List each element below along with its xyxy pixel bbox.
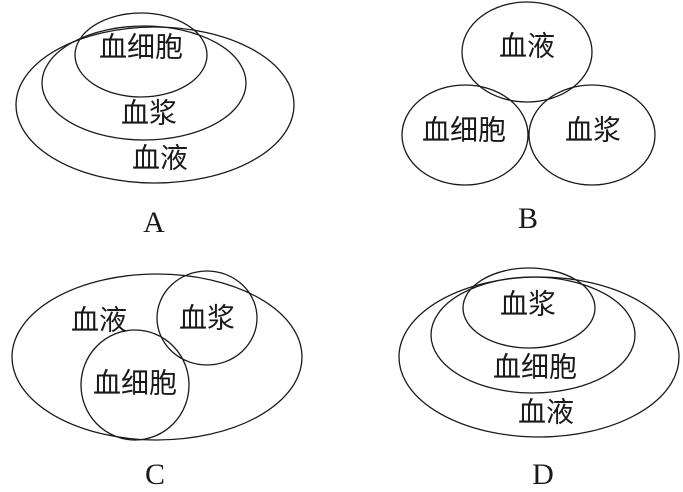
option-c: 血液 血浆 血细胞 C xyxy=(11,270,303,491)
option-c-caption: C xyxy=(145,458,165,491)
option-b-label-2: 血细胞 xyxy=(422,114,506,147)
option-d-caption: D xyxy=(532,458,554,491)
option-a-label-3: 血液 xyxy=(132,142,188,175)
option-b-label-3: 血浆 xyxy=(565,114,621,147)
option-b-right-circle xyxy=(528,84,656,186)
option-b-caption: B xyxy=(518,202,538,235)
option-c-cells-circle xyxy=(80,329,190,441)
option-d-middle-ellipse xyxy=(430,276,636,394)
option-a: 血细胞 血浆 血液 A xyxy=(15,12,295,239)
option-d-label-2: 血细胞 xyxy=(493,351,577,384)
option-a-caption: A xyxy=(143,206,165,239)
option-a-label-1: 血细胞 xyxy=(99,31,183,64)
option-a-outer-ellipse xyxy=(15,26,295,184)
option-d-label-1: 血浆 xyxy=(500,288,556,321)
option-b-left-circle xyxy=(401,84,529,186)
option-d-label-3: 血液 xyxy=(518,396,574,429)
option-a-label-2: 血浆 xyxy=(121,97,177,130)
option-d-inner-ellipse xyxy=(462,267,596,349)
option-c-plasma-circle xyxy=(156,270,258,366)
option-c-outer-ellipse xyxy=(11,273,303,441)
option-d: 血浆 血细胞 血液 D xyxy=(398,267,680,491)
option-b: 血液 血细胞 血浆 B xyxy=(401,1,656,235)
option-a-middle-ellipse xyxy=(41,25,247,141)
option-c-label-3: 血细胞 xyxy=(93,367,177,400)
option-b-label-1: 血液 xyxy=(499,30,555,63)
option-c-label-2: 血浆 xyxy=(179,302,235,335)
option-a-inner-ellipse xyxy=(74,12,208,98)
option-c-label-1: 血液 xyxy=(71,304,127,337)
option-b-top-circle xyxy=(461,1,593,103)
